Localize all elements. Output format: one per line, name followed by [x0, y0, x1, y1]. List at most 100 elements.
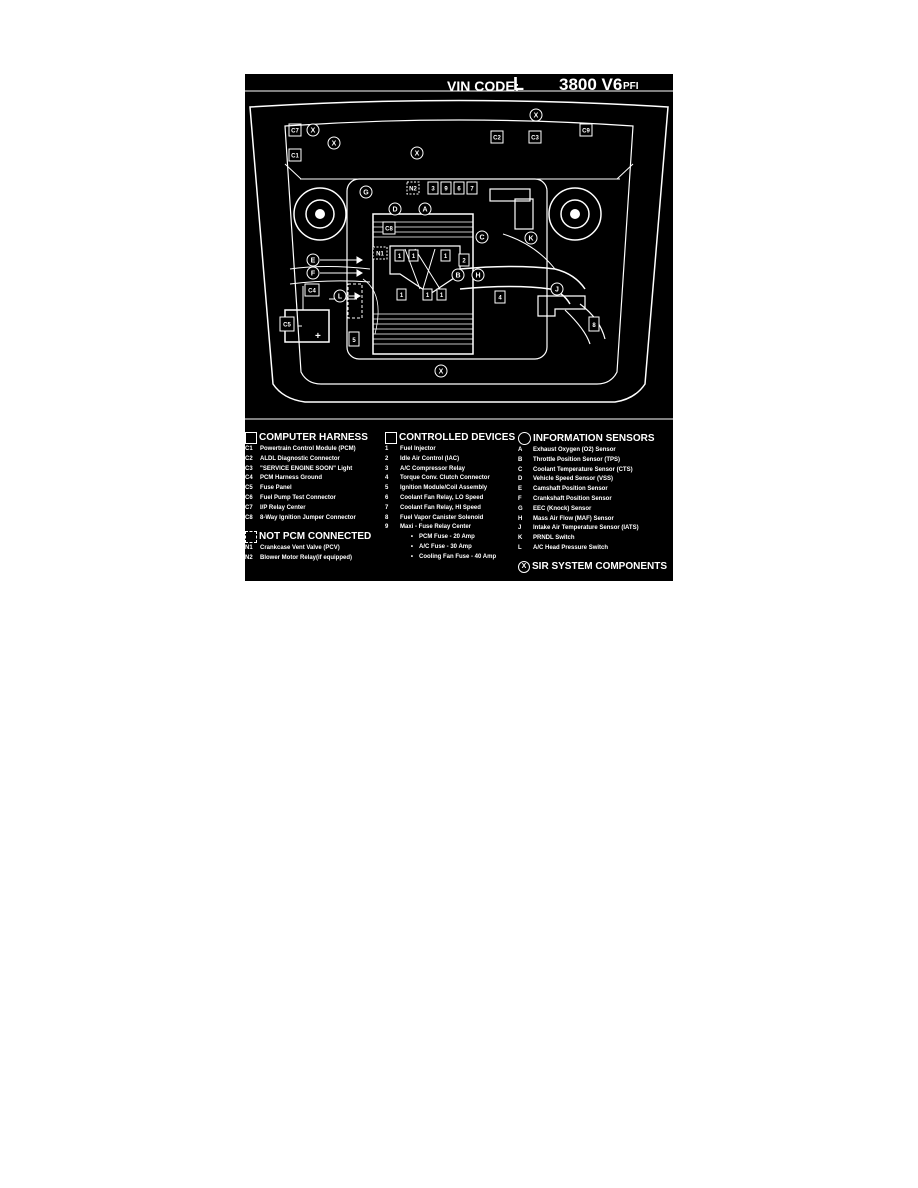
sensor-A	[418, 202, 432, 216]
svg-text:7: 7	[470, 187, 474, 193]
engine-block	[346, 178, 548, 360]
svg-text:G: G	[363, 190, 369, 197]
right-strut-tower	[548, 187, 602, 241]
legend-item: C3"SERVICE ENGINE SOON" Light	[245, 465, 353, 472]
component-C2	[490, 130, 504, 144]
engine-suffix: PFI	[623, 81, 639, 92]
sensor-B	[451, 268, 465, 282]
svg-text:L: L	[338, 294, 343, 301]
legend-title-not-pcm: NOT PCM CONNECTED	[259, 531, 372, 542]
svg-text:K: K	[528, 236, 533, 243]
svg-text:H: H	[475, 273, 480, 280]
svg-text:9: 9	[444, 187, 448, 193]
sensor-K	[524, 231, 538, 245]
component-9	[440, 181, 452, 195]
sensor-C	[475, 230, 489, 244]
component-N2	[406, 181, 420, 195]
square-symbol-icon	[385, 432, 397, 444]
svg-text:F: F	[311, 271, 316, 278]
legend-title-sir: SIR SYSTEM COMPONENTS	[532, 561, 668, 572]
legend-title-devices: CONTROLLED DEVICES	[399, 432, 516, 443]
svg-text:C7: C7	[291, 129, 299, 135]
svg-text:6: 6	[457, 187, 461, 193]
svg-text:2: 2	[462, 259, 466, 265]
svg-text:1: 1	[444, 254, 448, 260]
component-3	[427, 181, 439, 195]
component-C9	[579, 123, 593, 137]
component-C3	[528, 130, 542, 144]
svg-text:1: 1	[400, 293, 404, 299]
svg-text:−: −	[297, 321, 302, 331]
legend-title-harness: COMPUTER HARNESS	[259, 432, 368, 443]
svg-text:C2: C2	[493, 136, 501, 142]
svg-text:C: C	[479, 235, 484, 242]
component-8	[588, 316, 600, 332]
sir-x-icon: X	[518, 561, 530, 573]
vin-code-value: L	[513, 74, 524, 94]
diagram-panel: VIN CODE: L 3800 V6 PFI	[245, 74, 673, 581]
sensor-F	[306, 266, 320, 280]
svg-text:X: X	[439, 369, 444, 376]
svg-text:J: J	[555, 287, 559, 294]
svg-text:N1: N1	[376, 252, 384, 258]
sensor-H	[471, 268, 485, 282]
sensor-J	[550, 282, 564, 296]
component-5	[348, 331, 360, 347]
vehicle-outline	[249, 99, 669, 403]
circle-symbol-icon	[518, 432, 531, 445]
sensor-G	[359, 185, 373, 199]
engine-compartment-diagram: − + C7 C1 C2 C3 C9 C8 C4 C5 N2 N1 3 9 6 …	[245, 90, 673, 420]
svg-text:1: 1	[412, 254, 416, 260]
legend-sub-item: •PCM Fuse - 20 Amp	[410, 534, 475, 541]
circle-sensors: A B C D E F G H J K L	[306, 185, 564, 303]
svg-text:A: A	[422, 207, 427, 214]
svg-text:X: X	[332, 141, 337, 148]
svg-text:5: 5	[352, 338, 356, 344]
left-strut-tower	[293, 187, 347, 241]
svg-text:X: X	[415, 151, 420, 158]
square-symbol-icon	[245, 432, 257, 444]
component-6	[453, 181, 465, 195]
svg-text:D: D	[392, 207, 397, 214]
svg-text:X: X	[311, 128, 316, 135]
svg-text:C4: C4	[308, 289, 316, 295]
svg-text:4: 4	[498, 296, 502, 302]
legend-sub-item: •A/C Fuse - 30 Amp	[410, 543, 472, 550]
svg-text:3: 3	[431, 187, 435, 193]
component-C7	[288, 123, 302, 137]
engine-label: 3800 V6	[559, 75, 623, 94]
svg-text:C8: C8	[385, 227, 393, 233]
svg-text:+: +	[315, 331, 321, 342]
square-components: C7 C1 C2 C3 C9 C8 C4 C5 N2 N1 3 9 6 7 2 …	[279, 123, 600, 347]
legend-title-sensors: INFORMATION SENSORS	[533, 432, 655, 444]
svg-text:C1: C1	[291, 154, 299, 160]
intake-manifold	[372, 213, 474, 355]
component-2	[458, 253, 470, 267]
engine-bay-outline	[284, 119, 634, 385]
